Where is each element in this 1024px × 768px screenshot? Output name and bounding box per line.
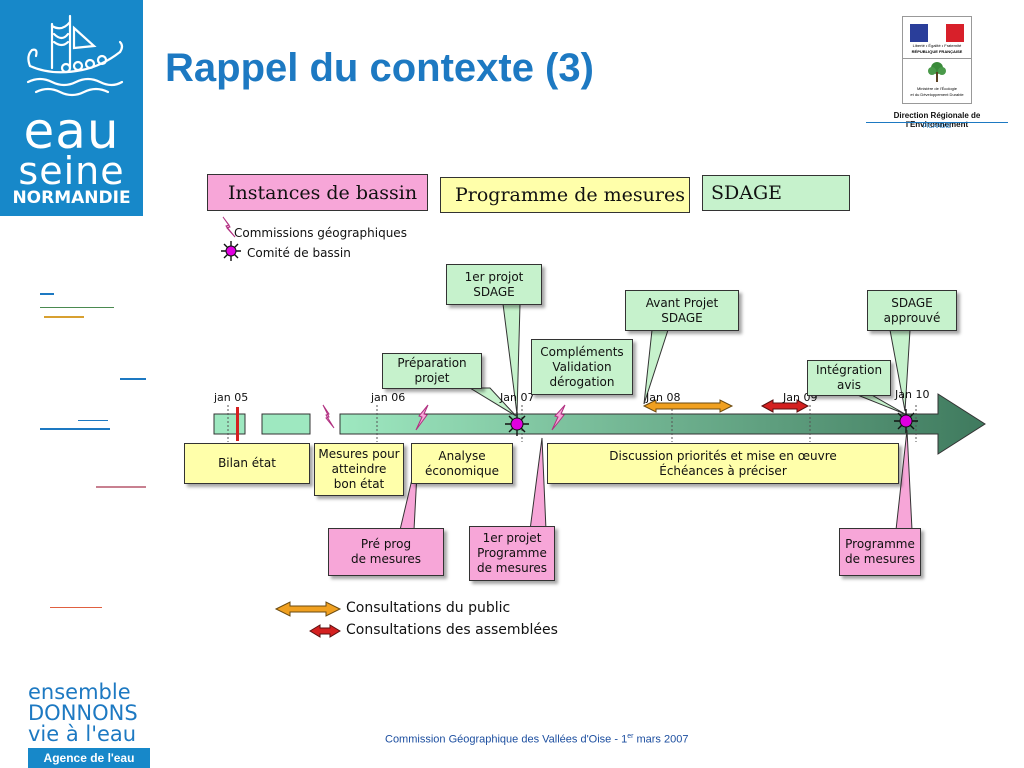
logo-eau-text: eau	[23, 102, 120, 160]
direction-regionale: Direction Régionale de l'Environnement	[893, 111, 981, 129]
decor-line	[40, 307, 114, 308]
legend-orange-arrow-icon	[274, 601, 342, 617]
timeline-arrow	[339, 393, 986, 455]
footer-text-main: Commission Géographique des Vallées d'Oi…	[385, 733, 628, 746]
logo-normandie-text: NORMANDIE	[12, 188, 131, 208]
decor-line	[44, 316, 84, 318]
legend-comite-label: Comité de bassin	[247, 246, 351, 260]
decor-line	[120, 378, 146, 380]
ministry-rule	[866, 122, 1008, 123]
republic-motto: Liberté • Égalité • Fraternité	[912, 43, 962, 48]
legend-commissions-label: Commissions géographiques	[234, 226, 407, 240]
box-analyse-economique: Analyse économique	[411, 443, 513, 484]
republic-name: RÉPUBLIQUE FRANÇAISE	[911, 49, 963, 54]
slogan-line-2: DONNONS	[28, 701, 138, 725]
tick-label-jan08: Jan 08	[646, 391, 681, 404]
agence-badge: Agence de l'eau	[28, 748, 150, 768]
box-premier-projet-programme: 1er projet Programme de mesures	[469, 526, 555, 581]
callout-sdage-approuve: SDAGE approuvé	[867, 290, 957, 331]
decor-line	[50, 607, 102, 608]
decor-line	[40, 293, 54, 295]
ministry-name-1: Ministère de l'Écologie	[917, 86, 957, 91]
decor-line	[40, 428, 110, 430]
decor-line	[78, 420, 108, 421]
footer-text: Commission Géographique des Vallées d'Oi…	[385, 733, 688, 746]
slogan-line-3: vie à l'eau	[28, 722, 137, 746]
legend-assemblees-label: Consultations des assemblées	[346, 622, 558, 638]
ministry-logo: Liberté • Égalité • Fraternité RÉPUBLIQU…	[866, 16, 1008, 136]
page-title: Rappel du contexte (3)	[165, 46, 594, 90]
decor-line	[96, 486, 146, 488]
lightning-icon	[222, 216, 236, 238]
comite-star-jan10	[899, 414, 913, 428]
callout-complements: Compléments Validation dérogation	[531, 339, 633, 395]
box-discussion-priorites: Discussion priorités et mise en œuvre Éc…	[547, 443, 899, 484]
timeline-segment-2005	[261, 413, 311, 435]
callout-avant-projet-sdage: Avant Projet SDAGE	[625, 290, 739, 331]
tick-label-jan06: jan 06	[371, 391, 406, 404]
legend-sdage-label: SDAGE	[711, 182, 783, 204]
callout-integration-avis: Intégration avis	[807, 360, 891, 396]
ministry-separator	[902, 58, 972, 59]
legend-programme-box: Programme de mesures	[440, 177, 690, 213]
agency-logo-panel: eau seine NORMANDIE	[0, 0, 143, 216]
box-programme-mesures: Programme de mesures	[839, 528, 921, 576]
tick-label-jan05: jan 05	[214, 391, 249, 404]
lightning-icon	[551, 404, 566, 431]
ministry-name-2: et du Développement Durable	[910, 92, 964, 97]
ministry-logo-frame	[902, 16, 972, 104]
legend-public-label: Consultations du public	[346, 600, 511, 616]
timeline-segment-start	[213, 413, 246, 435]
red-double-arrow	[760, 399, 810, 413]
french-flag-icon	[910, 24, 964, 42]
legend-instances-label: Instances de bassin	[228, 181, 418, 204]
footer-sup: er	[627, 733, 634, 740]
tick-label-jan10: Jan 10	[895, 388, 930, 401]
box-bilan-etat: Bilan état	[184, 443, 310, 484]
comite-star-jan07	[510, 417, 524, 431]
box-mesures-pour-bon-etat: Mesures pour atteindre bon état	[314, 443, 404, 496]
callout-premier-projet-sdage: 1er projot SDAGE	[446, 264, 542, 305]
callout-preparation-projet: Préparation projet	[382, 353, 482, 389]
footer-text-end: mars 2007	[633, 733, 689, 746]
tree-icon	[928, 62, 946, 82]
region-name: PICARDIE	[922, 124, 952, 130]
legend-instances-box: Instances de bassin	[207, 174, 428, 211]
lightning-icon	[415, 404, 429, 431]
viking-boat-icon	[26, 14, 124, 97]
legend-programme-label: Programme de mesures	[455, 184, 685, 206]
bilan-marker	[236, 407, 239, 441]
pointer-premier-projet-programme	[529, 437, 547, 531]
slogan-line-1: ensemble	[28, 680, 131, 704]
legend-sdage-box: SDAGE	[702, 175, 850, 211]
logo-seine-text: seine	[18, 149, 125, 193]
box-pre-prog-mesures: Pré prog de mesures	[328, 528, 444, 576]
lightning-icon	[322, 404, 335, 429]
star-burst-icon	[221, 241, 241, 261]
orange-double-arrow	[642, 399, 734, 413]
tick-label-jan07: Jan 07	[500, 391, 535, 404]
legend-red-arrow-icon	[309, 624, 341, 638]
